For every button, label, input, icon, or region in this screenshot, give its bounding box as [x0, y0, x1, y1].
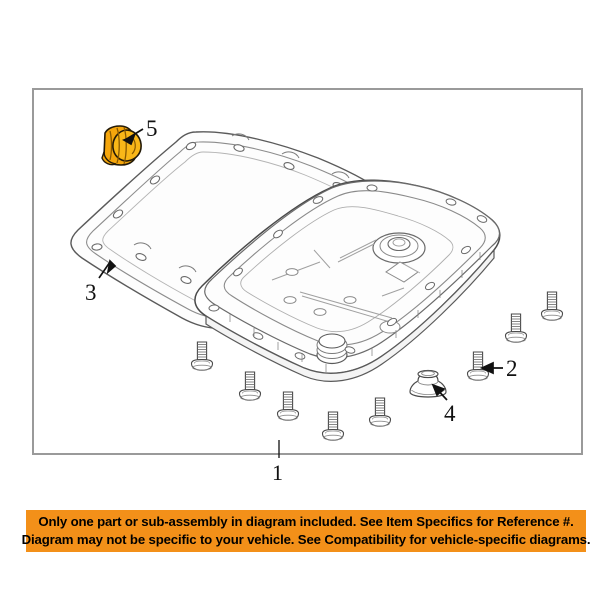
callout-number-1: 1 [272, 460, 283, 485]
callout-number-5: 5 [146, 116, 158, 141]
compatibility-warning-banner: Only one part or sub-assembly in diagram… [22, 510, 590, 552]
warning-line-2: Diagram may not be specific to your vehi… [21, 532, 591, 547]
warning-line-1: Only one part or sub-assembly in diagram… [38, 514, 574, 529]
diagram-frame [32, 88, 583, 455]
callout-number-3: 3 [85, 280, 97, 305]
callout-number-2: 2 [506, 356, 518, 381]
callout-number-4: 4 [444, 401, 456, 426]
